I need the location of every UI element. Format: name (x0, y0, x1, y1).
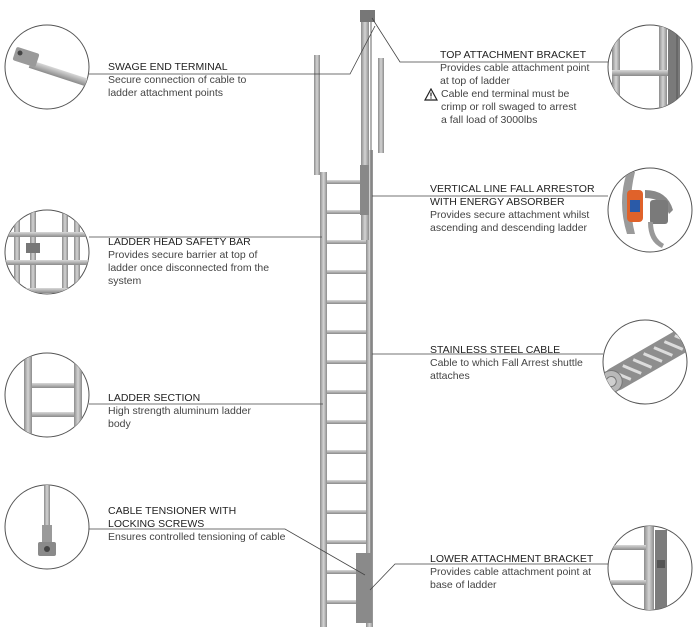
ladder-right-rail (366, 150, 373, 627)
ladder-rung (327, 540, 366, 544)
ladder-left-rail (320, 172, 327, 627)
cable-desc: Cable to which Fall Arrest shuttle attac… (430, 357, 583, 382)
section-desc: High strength aluminum ladder body (108, 405, 251, 430)
ladder-rung (327, 450, 366, 454)
swage-desc: Secure connection of cable to ladder att… (108, 74, 247, 99)
ladder-rung (327, 330, 366, 334)
top-bracket-icon (612, 25, 680, 109)
ladder-rung (327, 510, 366, 514)
lower-bracket (356, 553, 372, 623)
head-bar-title: LADDER HEAD SAFETY BAR (108, 236, 251, 248)
leader-tensioner (89, 528, 366, 576)
fall-arrestor-icon (622, 172, 673, 248)
label-lower-bracket: LOWER ATTACHMENT BRACKET Provides cable … (430, 553, 595, 592)
label-head-bar: LADDER HEAD SAFETY BAR Provides secure b… (108, 236, 283, 288)
ladder-rungs (327, 180, 366, 604)
label-section: LADDER SECTION High strength aluminum la… (108, 392, 263, 431)
ladder-rung (327, 300, 366, 304)
safety-bar-right (378, 58, 384, 153)
ladder-rung (327, 240, 366, 244)
leader-lower-bracket (369, 563, 608, 591)
ladder-rung (327, 210, 366, 214)
top-post (361, 10, 369, 240)
tensioner-desc: Ensures controlled tensioning of cable (108, 531, 286, 543)
ladder-section-icon (24, 353, 82, 437)
top-bracket (360, 10, 375, 22)
fall-arrestor-title: VERTICAL LINE FALL ARRESTOR WITH ENERGY … (430, 183, 595, 208)
label-tensioner: CABLE TENSIONER WITH LOCKING SCREWS Ensu… (108, 505, 288, 544)
label-swage: SWAGE END TERMINAL Secure connection of … (108, 61, 258, 100)
lower-bracket-desc: Provides cable attachment point at base … (430, 566, 592, 591)
ladder-rung (327, 480, 366, 484)
warning-triangle-icon (424, 88, 438, 101)
label-top-bracket: TOP ATTACHMENT BRACKET Provides cable at… (424, 49, 590, 127)
lower-bracket-title: LOWER ATTACHMENT BRACKET (430, 553, 594, 565)
top-bracket-desc: Provides cable attachment point at top o… (440, 62, 590, 87)
ladder-rung (327, 420, 366, 424)
ladder-rung (327, 570, 366, 574)
head-safety-bar-icon (5, 210, 89, 294)
top-bracket-warning: Cable end terminal must be crimp or roll… (441, 88, 577, 126)
cable-tensioner-icon (38, 485, 56, 556)
safety-bar-left (314, 55, 320, 175)
tensioner-title: CABLE TENSIONER WITH LOCKING SCREWS (108, 505, 237, 530)
section-title: LADDER SECTION (108, 392, 201, 404)
leader-top-bracket (371, 17, 608, 63)
label-cable: STAINLESS STEEL CABLE Cable to which Fal… (430, 344, 590, 383)
ladder-rung (327, 390, 366, 394)
head-bar-desc: Provides secure barrier at top of ladder… (108, 249, 270, 287)
top-bracket-title: TOP ATTACHMENT BRACKET (440, 49, 587, 61)
ladder (314, 10, 384, 627)
fall-arrestor-desc: Provides secure attachment whilst ascend… (430, 209, 590, 234)
ladder-rung (327, 270, 366, 274)
ladder-rung (327, 600, 366, 604)
leader-swage (89, 25, 376, 75)
ladder-rung (327, 360, 366, 364)
lower-bracket-icon (608, 526, 667, 610)
swage-title: SWAGE END TERMINAL (108, 61, 228, 73)
fall-arrestor-unit (360, 165, 369, 215)
leader-lines (89, 17, 608, 591)
ladder-rung (327, 180, 366, 184)
cable-title: STAINLESS STEEL CABLE (430, 344, 561, 356)
swage-terminal-icon (12, 47, 89, 87)
label-fall-arrestor: VERTICAL LINE FALL ARRESTOR WITH ENERGY … (430, 183, 595, 235)
top-bracket-warning-row: Cable end terminal must be crimp or roll… (424, 88, 590, 127)
